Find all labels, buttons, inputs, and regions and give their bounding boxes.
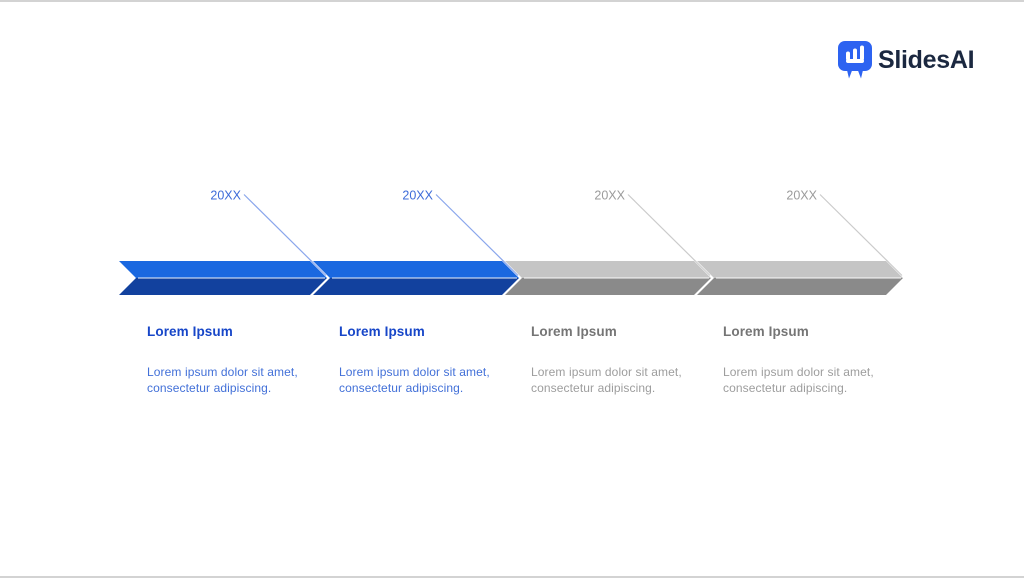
arrow-top-half bbox=[313, 261, 519, 278]
year-leader-line bbox=[243, 194, 327, 276]
year-label: 20XX bbox=[210, 189, 241, 203]
step-description: Lorem ipsum dolor sit amet, consectetur … bbox=[531, 365, 682, 395]
slidesai-logo: SlidesAI bbox=[838, 41, 975, 80]
arrow-bottom-half bbox=[119, 278, 327, 295]
step-description: Lorem ipsum dolor sit amet, consectetur … bbox=[147, 365, 298, 395]
year-leader-line bbox=[627, 194, 711, 276]
timeline-step-2: 20XX bbox=[313, 189, 519, 295]
step-text-block-3: Lorem Ipsum Lorem ipsum dolor sit amet, … bbox=[531, 325, 701, 396]
step-description: Lorem ipsum dolor sit amet, consectetur … bbox=[339, 365, 490, 395]
year-leader-line bbox=[819, 194, 903, 276]
year-leader-line bbox=[435, 194, 519, 276]
step-title: Lorem Ipsum bbox=[531, 324, 617, 339]
year-label: 20XX bbox=[594, 189, 625, 203]
arrow-bottom-half bbox=[697, 278, 903, 295]
step-text-block-1: Lorem Ipsum Lorem ipsum dolor sit amet, … bbox=[147, 325, 317, 396]
step-text-block-2: Lorem Ipsum Lorem ipsum dolor sit amet, … bbox=[339, 325, 509, 396]
logo-text: SlidesAI bbox=[878, 46, 975, 74]
arrow-top-half bbox=[119, 261, 327, 278]
arrow-top-half bbox=[505, 261, 711, 278]
arrow-bottom-half bbox=[313, 278, 519, 295]
step-title: Lorem Ipsum bbox=[723, 324, 809, 339]
timeline-step-4: 20XX bbox=[697, 189, 903, 295]
timeline-step-1: 20XX bbox=[119, 189, 327, 295]
step-text-block-4: Lorem Ipsum Lorem ipsum dolor sit amet, … bbox=[723, 325, 893, 396]
year-label: 20XX bbox=[786, 189, 817, 203]
step-title: Lorem Ipsum bbox=[339, 324, 425, 339]
step-title: Lorem Ipsum bbox=[147, 324, 233, 339]
timeline-step-3: 20XX bbox=[505, 189, 711, 295]
arrow-bottom-half bbox=[505, 278, 711, 295]
year-label: 20XX bbox=[402, 189, 433, 203]
arrow-top-half bbox=[697, 261, 903, 278]
step-description: Lorem ipsum dolor sit amet, consectetur … bbox=[723, 365, 874, 395]
presentation-bar-chart-icon bbox=[838, 41, 872, 79]
